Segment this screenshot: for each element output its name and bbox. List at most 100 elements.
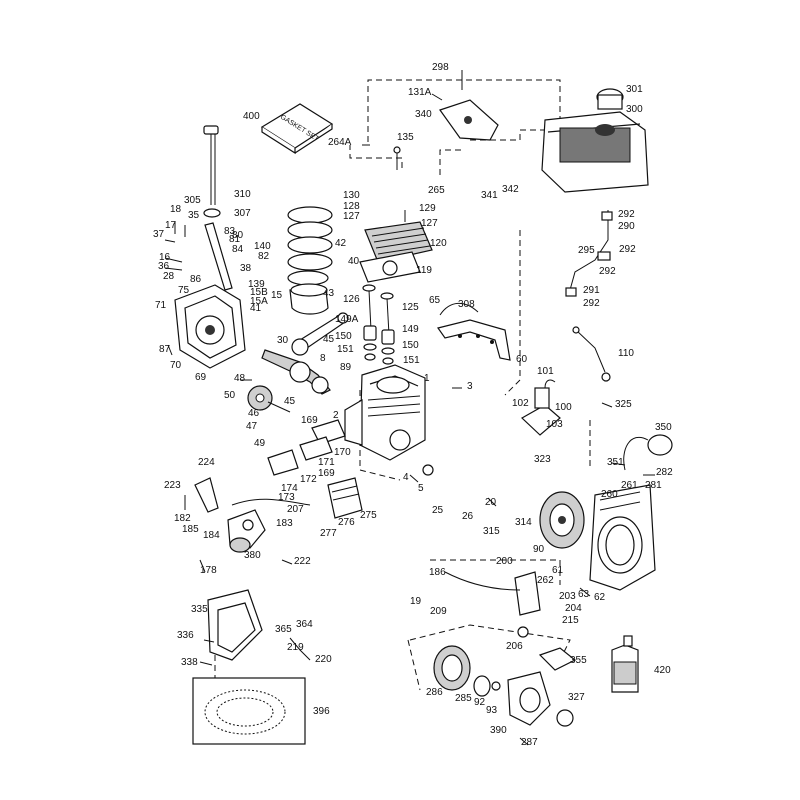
part-number-275: 275 [360,510,377,521]
oil-bottle [611,635,639,693]
part-number-261: 261 [621,480,638,491]
part-number-110: 110 [618,348,634,359]
electric-starter [623,434,673,471]
fasteners [164,70,655,746]
part-number-150: 150 [335,331,352,342]
part-number-355: 355 [570,655,587,666]
part-number-223: 223 [164,480,181,491]
part-number-340: 340 [415,109,432,120]
part-number-135: 135 [397,132,414,143]
part-number-82: 82 [258,251,270,262]
part-number-149A: 149A [335,314,359,325]
part-number-314: 314 [515,517,532,528]
part-number-17: 17 [165,220,177,231]
part-number-260: 260 [601,489,618,500]
part-number-336: 336 [177,630,194,641]
control-bracket [439,99,499,141]
part-number-83: 83 [224,226,236,237]
part-number-69: 69 [195,372,207,383]
part-number-127: 127 [421,218,438,229]
fuel-line [565,210,613,297]
part-number-335: 335 [191,604,208,615]
part-number-149: 149 [402,324,419,335]
part-number-207: 207 [287,504,304,515]
part-number-48: 48 [234,373,246,384]
part-number-100: 100 [555,402,572,413]
part-number-129: 129 [419,203,436,214]
part-number-139: 139 [248,279,265,290]
part-number-102: 102 [512,398,529,409]
part-number-172: 172 [300,474,317,485]
part-number-70: 70 [170,360,182,371]
part-number-182: 182 [174,513,191,524]
part-number-342: 342 [502,184,519,195]
part-number-36: 36 [158,261,170,272]
part-number-128: 128 [343,201,360,212]
part-number-131A: 131A [408,87,432,98]
part-number-323: 323 [534,454,551,465]
part-number-15A: 15A [250,296,268,307]
part-number-173: 173 [278,492,295,503]
part-number-120: 120 [430,238,447,249]
part-number-183: 183 [276,518,293,529]
part-number-186: 186 [429,567,446,578]
part-number-5: 5 [418,483,424,494]
part-number-292: 292 [599,266,616,277]
part-number-130: 130 [343,190,360,201]
part-number-220: 220 [315,654,332,665]
part-number-315: 315 [483,526,500,537]
part-number-200: 200 [496,556,513,567]
part-number-45: 45 [323,334,335,345]
part-number-28: 28 [163,271,175,282]
part-number-3: 3 [467,381,473,392]
part-number-25: 25 [432,505,444,516]
part-number-93: 93 [486,705,498,716]
part-number-45: 45 [284,396,296,407]
part-number-282: 282 [656,467,673,478]
part-number-305: 305 [184,195,201,206]
part-number-86: 86 [190,274,202,285]
part-number-84: 84 [232,244,244,255]
gasket-set-box: GASKET SET [260,103,334,155]
part-number-286: 286 [426,687,443,698]
wire-harness [572,326,611,382]
governor-rod [231,498,311,506]
ignition-module [520,379,561,436]
breather-hose [439,302,479,316]
part-number-63: 63 [578,589,590,600]
part-number-301: 301 [626,84,643,95]
part-number-265: 265 [428,185,445,196]
part-number-276: 276 [338,517,355,528]
engine-block [344,364,426,461]
part-number-50: 50 [224,390,236,401]
cylinder-head [359,221,433,283]
part-number-16: 16 [159,252,171,263]
part-number-43: 43 [323,288,335,299]
blower-wrap [437,319,511,361]
part-number-215: 215 [562,615,579,626]
blower-housing [589,484,656,591]
part-number-71: 71 [155,300,167,311]
crankshaft [261,349,331,395]
part-number-178: 178 [200,565,217,576]
part-number-1: 1 [424,373,430,384]
part-number-49: 49 [254,438,266,449]
recoil-starter [433,645,577,727]
part-number-222: 222 [294,556,311,567]
part-number-209: 209 [430,606,447,617]
part-number-75: 75 [178,285,190,296]
part-number-126: 126 [343,294,360,305]
part-number-185: 185 [182,524,199,535]
part-number-396: 396 [313,706,330,717]
part-number-8: 8 [320,353,326,364]
flywheel [539,491,585,549]
part-number-140: 140 [254,241,271,252]
part-number-184: 184 [203,530,220,541]
part-number-327: 327 [568,692,585,703]
part-number-151: 151 [337,344,354,355]
part-number-92: 92 [474,697,486,708]
part-number-38: 38 [240,263,252,274]
part-number-30: 30 [277,335,289,346]
carburetor [227,509,266,553]
dipstick-tube [203,125,233,291]
